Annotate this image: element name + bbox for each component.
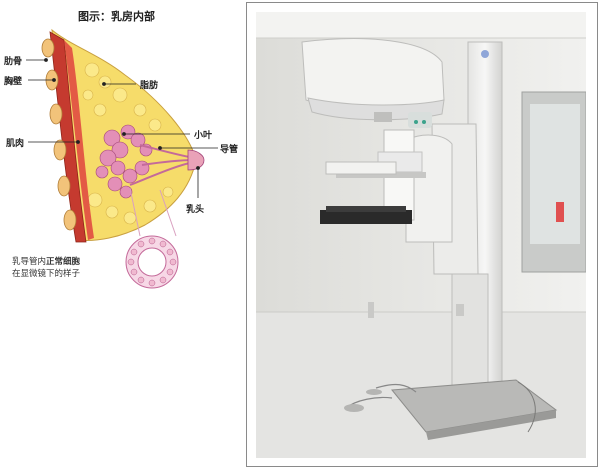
label-rib: 肋骨 [4,57,23,67]
label-fat: 脂肪 [140,81,159,91]
microscope-caption: 乳导管内正常细胞 在显微镜下的样子 [12,256,80,280]
label-lobule: 小叶 [194,131,213,141]
breast-cross-section-drawing [26,28,218,289]
caption-line2: 在显微镜下的样子 [12,269,81,279]
label-muscle: 肌肉 [6,139,25,149]
mammography-scene [256,12,586,458]
anatomy-illustration: 图示：乳房内部 [0,0,239,470]
caption-bold: 正常细胞 [46,257,81,267]
label-duct: 导管 [220,145,239,155]
figure-title: 图示：乳房内部 [78,10,155,23]
mammography-machine-photo [256,12,586,458]
photo-frame [246,2,598,467]
caption-prefix: 乳导管内 [12,257,47,267]
label-nipple: 乳头 [186,205,205,215]
label-chest-wall: 胸壁 [4,77,23,87]
